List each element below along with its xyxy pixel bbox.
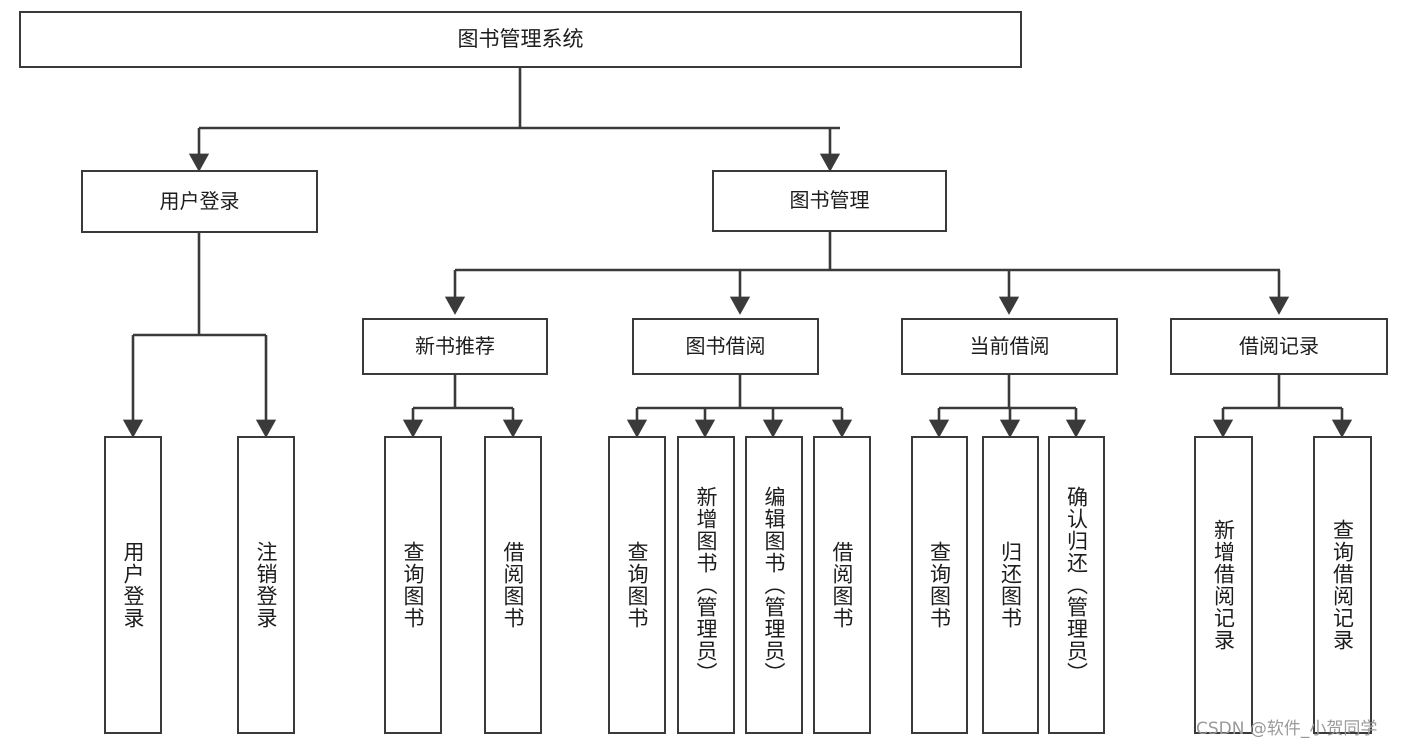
node-label: 借阅图书 (501, 541, 526, 629)
node-label: 用户登录 (121, 541, 146, 629)
leaf-current-confirm-return-admin[interactable]: 确认归还（管理员） (1048, 436, 1105, 734)
leaf-borrow-query-book[interactable]: 查询图书 (608, 436, 666, 734)
node-label: 图书借阅 (685, 333, 766, 358)
leaf-record-add-record[interactable]: 新增借阅记录 (1194, 436, 1253, 734)
node-user-login[interactable]: 用户登录 (81, 170, 318, 233)
node-current-borrow[interactable]: 当前借阅 (901, 318, 1118, 375)
node-new-book-recommendation[interactable]: 新书推荐 (362, 318, 548, 375)
leaf-current-query-book[interactable]: 查询图书 (911, 436, 968, 734)
leaf-new-book-query-book[interactable]: 查询图书 (384, 436, 442, 734)
leaf-new-book-borrow-book[interactable]: 借阅图书 (484, 436, 542, 734)
node-label: 借阅记录 (1239, 333, 1319, 358)
node-label: 归还图书 (998, 541, 1023, 629)
node-book-management[interactable]: 图书管理 (712, 170, 947, 232)
node-book-borrow[interactable]: 图书借阅 (632, 318, 819, 375)
node-label: 查询图书 (625, 541, 650, 629)
leaf-user-login-logout[interactable]: 注销登录 (237, 436, 295, 734)
node-label: 确认归还（管理员） (1064, 486, 1089, 684)
node-borrow-record[interactable]: 借阅记录 (1170, 318, 1388, 375)
node-label: 新增图书（管理员） (694, 486, 719, 684)
leaf-borrow-borrow-book[interactable]: 借阅图书 (813, 436, 871, 734)
leaf-user-login-login[interactable]: 用户登录 (104, 436, 162, 734)
node-label: 新增借阅记录 (1211, 519, 1236, 651)
node-label: 图书管理 (789, 188, 870, 213)
node-label: 用户登录 (159, 188, 240, 213)
node-label: 查询图书 (927, 541, 952, 629)
node-book-management-system[interactable]: 图书管理系统 (19, 11, 1022, 68)
node-label: 编辑图书（管理员） (762, 486, 787, 684)
node-label: 新书推荐 (415, 333, 495, 358)
node-label: 查询借阅记录 (1330, 519, 1355, 651)
leaf-borrow-edit-book-admin[interactable]: 编辑图书（管理员） (745, 436, 803, 734)
leaf-borrow-add-book-admin[interactable]: 新增图书（管理员） (677, 436, 735, 734)
node-label: 借阅图书 (830, 541, 855, 629)
node-label: 注销登录 (254, 541, 279, 629)
node-label: 当前借阅 (969, 333, 1050, 358)
leaf-current-return-book[interactable]: 归还图书 (982, 436, 1039, 734)
node-label: 图书管理系统 (457, 27, 584, 52)
node-label: 查询图书 (401, 541, 426, 629)
leaf-record-query-record[interactable]: 查询借阅记录 (1313, 436, 1372, 734)
